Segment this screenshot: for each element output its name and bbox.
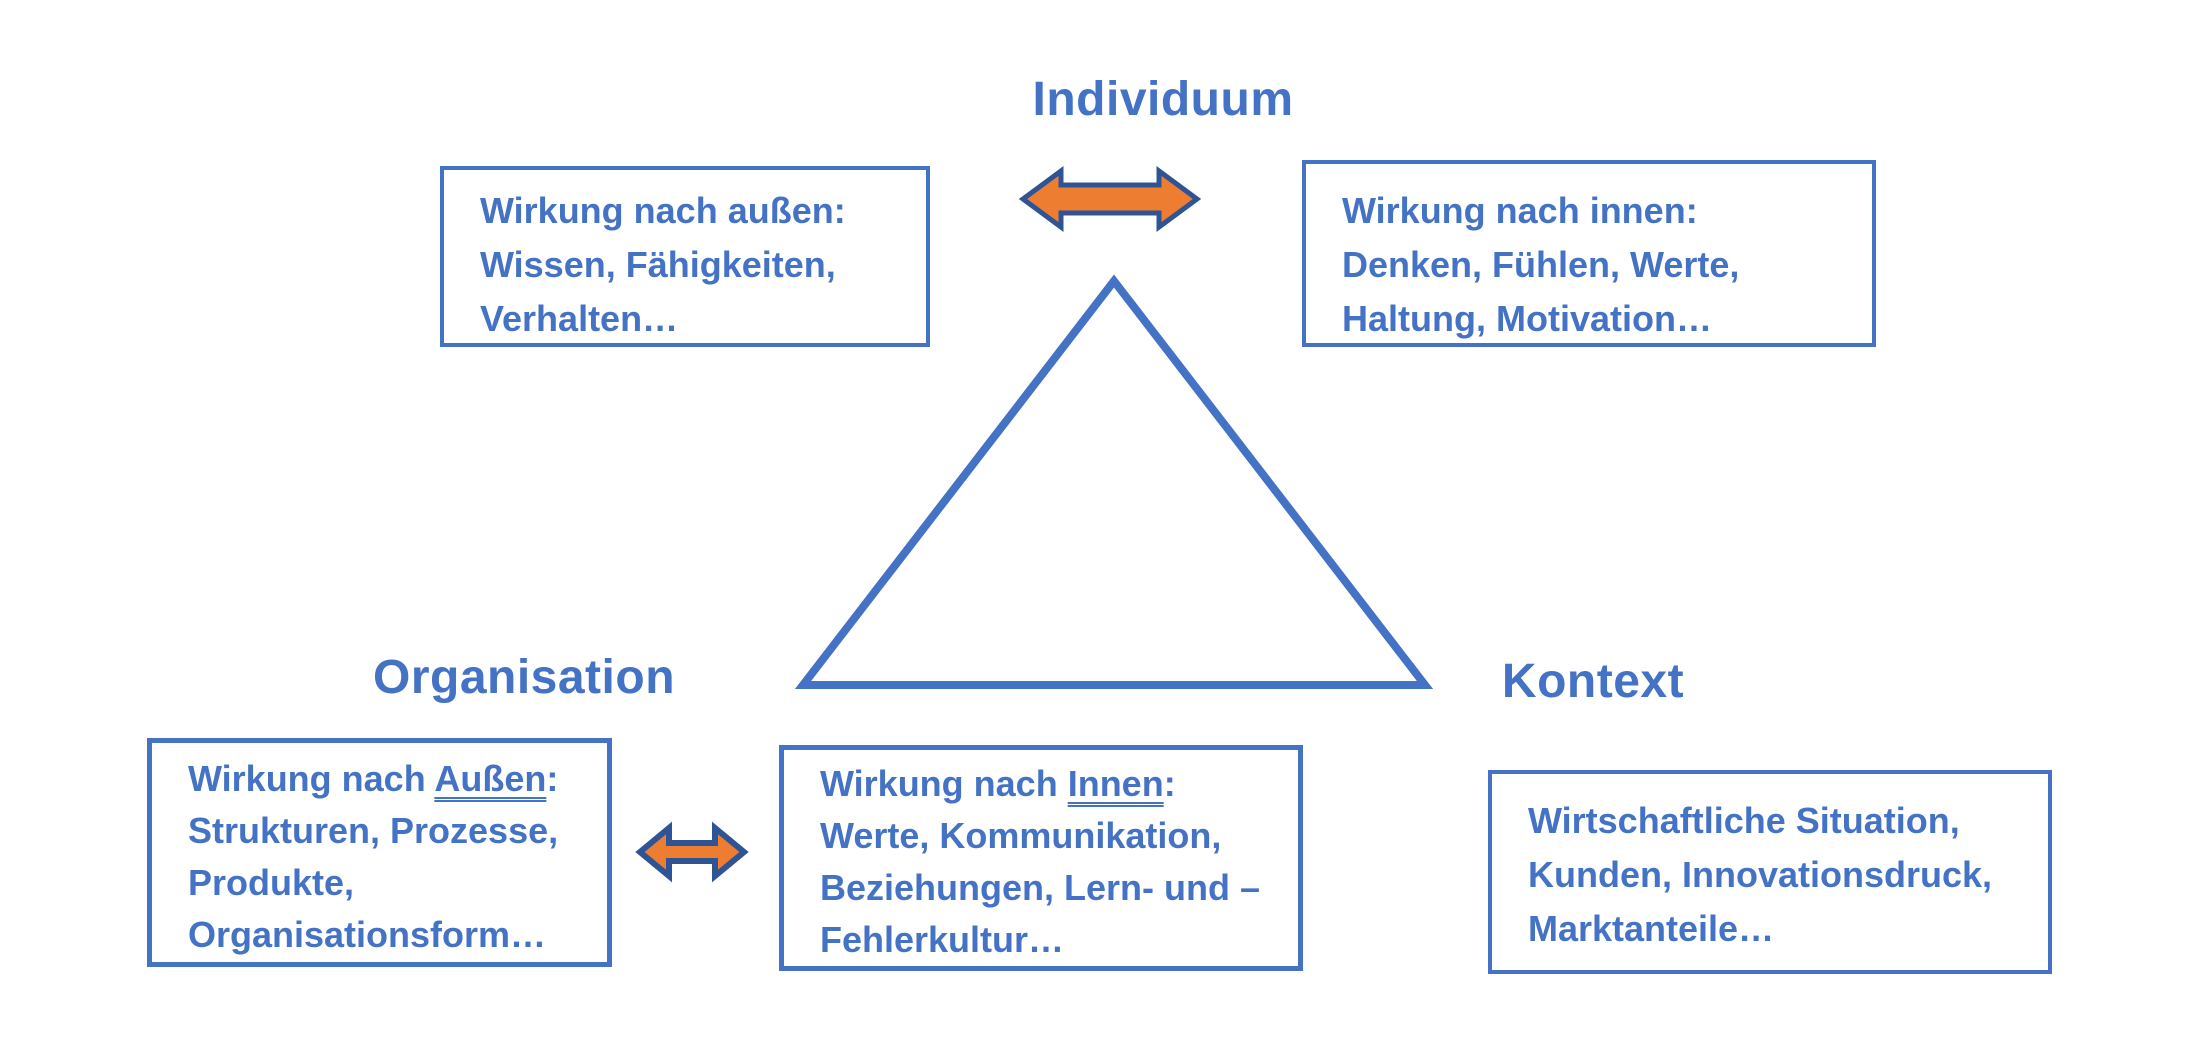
textbox-line: Wirkung nach innen: [1342,190,1698,231]
double-arrow-icon-top [1018,166,1202,232]
textbox-line: Wirkung nach Außen: [188,753,591,805]
line-prefix: Wirkung nach [188,758,435,799]
textbox-line: Fehlerkultur… [820,919,1065,960]
vertex-label-organisation: Organisation [372,651,676,704]
vertex-label-individuum: Individuum [1032,73,1294,126]
underlined-word: Innen [1067,763,1164,804]
textbox-line: Organisationsform… [188,914,547,955]
line-suffix: : [1163,763,1176,804]
line-suffix: : [546,758,559,799]
vertex-label-kontext: Kontext [1501,655,1685,708]
textbox-organisation-aussen: Wirkung nach Außen: Strukturen, Prozesse… [147,738,612,967]
textbox-line: Strukturen, Prozesse, [188,810,559,851]
textbox-line: Wissen, Fähigkeiten, [480,244,836,285]
double-arrow-shape [635,821,749,883]
textbox-line: Kunden, Innovationsdruck, [1528,854,1993,895]
textbox-line: Produkte, [188,862,355,903]
double-arrow-shape [1018,166,1202,232]
textbox-line: Marktanteile… [1528,908,1775,949]
textbox-kontext: Wirtschaftliche Situation, Kunden, Innov… [1488,770,2052,974]
underlined-word: Außen [434,758,547,799]
triangle-icon [794,274,1434,689]
textbox-line: Denken, Fühlen, Werte, [1342,244,1740,285]
textbox-line: Wirtschaftliche Situation, [1528,800,1960,841]
textbox-individuum-aussen: Wirkung nach außen: Wissen, Fähigkeiten,… [440,166,930,347]
textbox-line: Wirkung nach Innen: [820,758,1282,810]
textbox-line: Beziehungen, Lern- und – [820,867,1261,908]
textbox-line: Wirkung nach außen: [480,190,846,231]
textbox-line: Haltung, Motivation… [1342,298,1712,339]
double-arrow-icon-bottom [635,821,749,883]
triangle-outline [794,274,1434,689]
textbox-line: Werte, Kommunikation, [820,815,1222,856]
textbox-individuum-innen: Wirkung nach innen: Denken, Fühlen, Wert… [1302,160,1876,347]
line-prefix: Wirkung nach [820,763,1068,804]
textbox-line: Verhalten… [480,298,679,339]
textbox-organisation-innen: Wirkung nach Innen: Werte, Kommunikation… [779,745,1303,971]
